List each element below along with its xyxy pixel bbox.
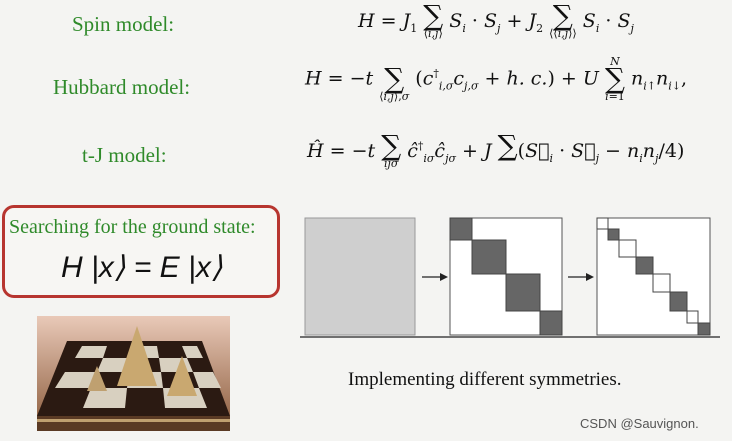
block-matrix-1 xyxy=(449,217,563,336)
block xyxy=(471,239,507,275)
block xyxy=(686,310,699,324)
arrow-1-head xyxy=(440,273,448,281)
schrodinger-equation: H |x⟩ = E |x⟩ xyxy=(61,251,223,284)
block xyxy=(596,217,609,230)
block xyxy=(635,256,654,275)
block xyxy=(669,291,688,312)
spin-model-label: Spin model: xyxy=(72,12,175,36)
ground-state-box: Searching for the ground state: H |x⟩ = … xyxy=(2,205,280,298)
block xyxy=(652,273,671,293)
block xyxy=(505,273,541,312)
coin-pile-left xyxy=(87,366,107,391)
hubbard-model-equation: H = −t ∑⟨i,j⟩,σ (c†i,σcj,σ + h. c.) + U … xyxy=(305,55,688,103)
watermark: CSDN @Sauvignon. xyxy=(580,416,699,431)
symmetry-block-diagram xyxy=(300,217,720,338)
block xyxy=(539,310,563,336)
block xyxy=(449,217,473,241)
block xyxy=(618,239,637,258)
block-matrix-2 xyxy=(596,217,711,336)
ground-state-title: Searching for the ground state: xyxy=(9,216,256,238)
block xyxy=(607,228,620,241)
spin-model-equation: H = J1 ∑⟨i,j⟩ Si · Sj + J2 ∑⟨⟨i,j⟩⟩ Si ·… xyxy=(358,0,634,40)
arrow-2-head xyxy=(586,273,594,281)
tj-model-equation: Ĥ = −t ∑ijσ ĉ†iσĉjσ + J ∑ (S⃗i · S⃗j − n… xyxy=(307,129,685,170)
coin-pile-small xyxy=(167,356,197,396)
hubbard-model-label: Hubbard model: xyxy=(53,75,191,99)
block xyxy=(697,322,711,336)
coin-pile-large xyxy=(117,326,157,386)
chessboard-photo xyxy=(37,316,230,431)
diagram-caption: Implementing different symmetries. xyxy=(348,369,622,390)
tj-model-label: t-J model: xyxy=(82,143,167,167)
full-matrix xyxy=(304,217,416,336)
